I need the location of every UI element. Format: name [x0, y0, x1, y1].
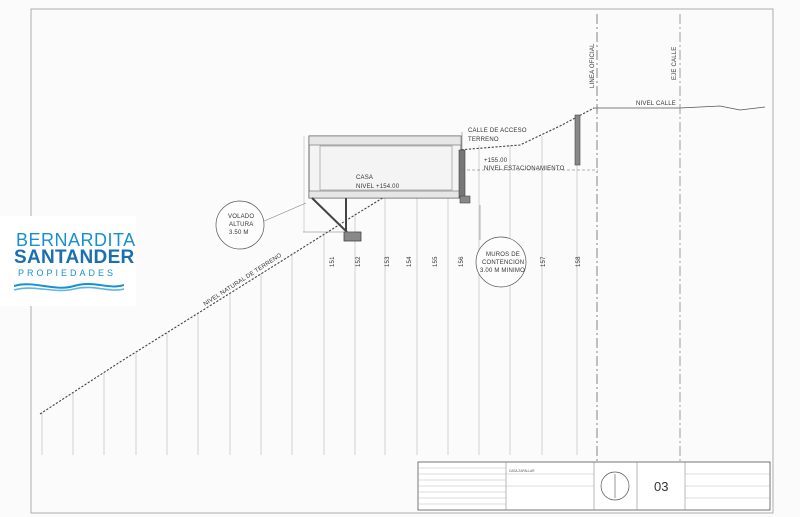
- grid-lines: [41, 118, 578, 455]
- elevation-label: 157: [541, 256, 547, 267]
- brand-logo: BERNARDITA SANTANDER PROPIEDADES: [0, 216, 136, 306]
- logo-line-2: SANTANDER: [14, 247, 135, 268]
- volado-callout: [215, 200, 265, 250]
- house-volume: [308, 114, 581, 242]
- nivel-calle-label: NIVEL CALLE: [636, 101, 676, 107]
- elevation-labels: 151 152 153 154 155 156 157 158: [330, 256, 582, 267]
- calle-acceso-label-2: TERRENO: [468, 137, 499, 143]
- muros-callout: [475, 236, 527, 288]
- logo-wave-icon: [14, 283, 124, 292]
- muros-label-3: 3.00 M MINIMO: [480, 268, 525, 274]
- volado-label-2: ALTURA: [229, 222, 253, 228]
- title-block: 03 CASA ZAPALLAR: [417, 461, 771, 511]
- volado-leader: [261, 202, 307, 223]
- sheet-border: [30, 8, 774, 514]
- volado-label-1: VOLADO: [228, 214, 254, 220]
- calle-acceso-label: CALLE DE ACCESO: [468, 128, 527, 134]
- logo-line-3: PROPIEDADES: [18, 268, 117, 278]
- casa-label: CASA: [356, 175, 373, 181]
- elevation-label: 152: [356, 256, 362, 267]
- elevation-label: 156: [459, 256, 465, 267]
- elevation-label: 154: [407, 256, 413, 267]
- elevation-label: 158: [576, 256, 582, 267]
- street-line: [594, 105, 766, 111]
- estacionamiento-elevation: +155.00: [484, 158, 508, 164]
- eje-calle-label: EJE CALLE: [672, 47, 678, 80]
- terreno-label: NIVEL NATURAL DE TERRENO: [203, 253, 283, 308]
- estacionamiento-label: NIVEL ESTACIONAMIENTO: [484, 166, 565, 172]
- elevation-label: 151: [330, 256, 336, 267]
- sheet-number: 03: [654, 479, 668, 494]
- project-name: CASA ZAPALLAR: [509, 469, 535, 473]
- elevation-label: 153: [385, 256, 391, 267]
- elevation-label: 155: [433, 256, 439, 267]
- muros-label-1: MUROS DE: [486, 252, 520, 258]
- terrain-line: [39, 107, 595, 415]
- muros-label-2: CONTENCION: [482, 260, 524, 266]
- linea-oficial-label: LINEA OFICIAL: [590, 43, 596, 88]
- logo-line-1: BERNARDITA: [16, 230, 136, 250]
- north-arrow-icon: [600, 471, 630, 501]
- volado-label-3: 3.50 M: [229, 230, 249, 236]
- casa-level-label: NIVEL +154.00: [356, 184, 400, 190]
